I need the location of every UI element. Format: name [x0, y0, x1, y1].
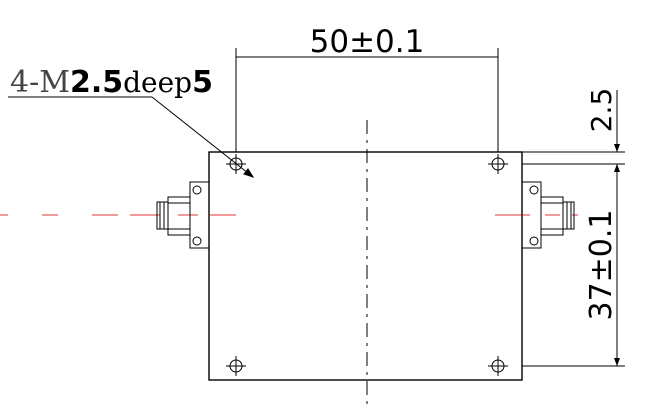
- mounting-hole-icon: [488, 356, 508, 376]
- housing-outline: [208, 151, 523, 381]
- sma-connector-icon: [156, 181, 210, 249]
- horizontal-dimension: [235, 48, 499, 152]
- hole-note-thread-size: 2.5: [70, 65, 123, 100]
- edge-offset-label: 2.5: [585, 88, 618, 133]
- hole-note-leader: [8, 96, 255, 178]
- horizontal-dimension-label: 50±0.1: [310, 24, 425, 60]
- hole-note-depth-word: deep: [123, 66, 192, 99]
- hole-note-count: 4-M: [10, 65, 70, 100]
- vertical-dimension: [522, 90, 625, 367]
- vertical-dimension-label: 37±0.1: [584, 209, 619, 320]
- sma-connector-icon: [521, 181, 575, 249]
- mounting-hole-icon: [488, 154, 508, 174]
- hole-note-depth-value: 5: [192, 65, 213, 100]
- hole-note: 4-M2.5deep5: [10, 65, 213, 100]
- vertical-dimension-arrows: [614, 144, 620, 366]
- mounting-hole-icon: [226, 356, 246, 376]
